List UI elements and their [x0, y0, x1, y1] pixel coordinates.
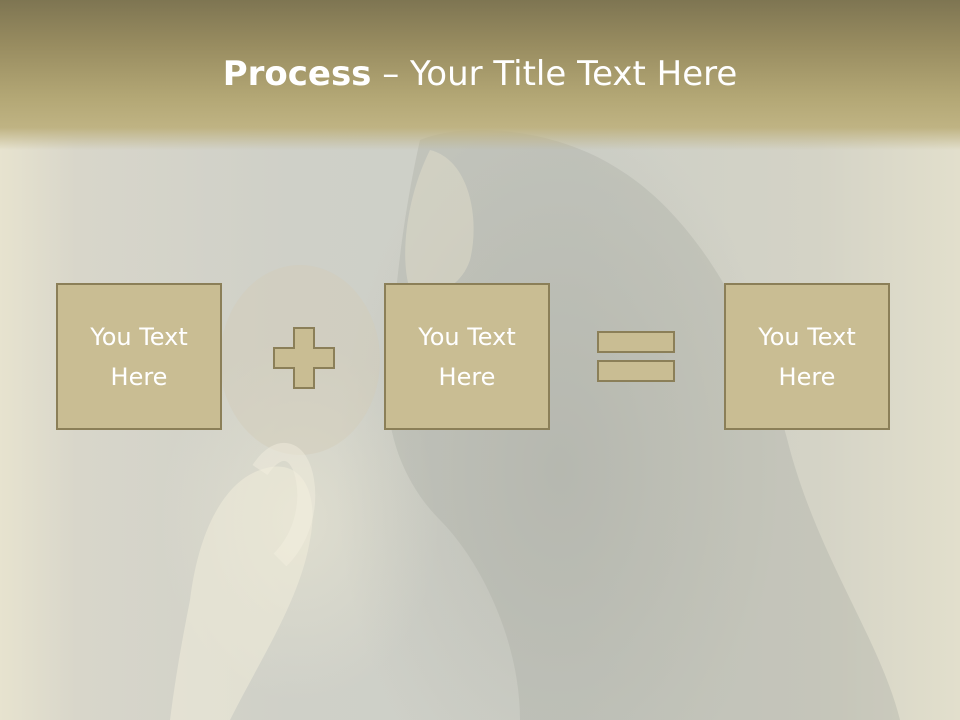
plus-icon	[273, 327, 335, 389]
title-band	[0, 0, 960, 150]
process-box-label: You Text Here	[90, 322, 188, 391]
title-rest: – Your Title Text Here	[371, 54, 738, 94]
process-box-label: You Text Here	[418, 322, 516, 391]
process-box-2[interactable]: You Text Here	[384, 283, 550, 430]
process-box-label: You Text Here	[758, 322, 856, 391]
slide-title: Process – Your Title Text Here	[0, 52, 960, 96]
process-box-1[interactable]: You Text Here	[56, 283, 222, 430]
title-bold: Process	[222, 54, 372, 94]
process-box-3[interactable]: You Text Here	[724, 283, 890, 430]
equals-icon	[597, 331, 675, 382]
